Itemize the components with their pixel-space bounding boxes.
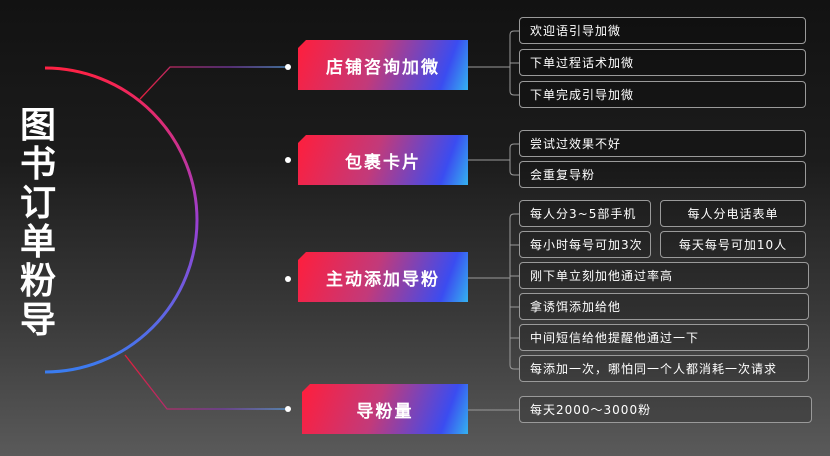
branch-line-1 xyxy=(139,66,288,100)
leaf-item: 欢迎语引导加微 xyxy=(519,17,806,44)
leaf-item: 下单完成引导加微 xyxy=(519,81,806,108)
branch-node-1: 店铺咨询加微 xyxy=(298,40,468,90)
leaf-item: 下单过程话术加微 xyxy=(519,49,806,76)
leaf-item: 刚下单立刻加他通过率高 xyxy=(519,262,809,289)
main-title: 图书订单粉导 xyxy=(19,105,56,341)
leaf-item: 每添加一次，哪怕同一个人都消耗一次请求 xyxy=(519,355,809,382)
leaf-item: 尝试过效果不好 xyxy=(519,130,806,157)
branch-node-3: 主动添加导粉 xyxy=(298,252,468,302)
leaf-item: 每天每号可加10人 xyxy=(660,231,806,258)
leaf-item: 每人分电话表单 xyxy=(660,200,806,227)
leaf-item: 每小时每号可加3次 xyxy=(519,231,651,258)
center-arc xyxy=(44,66,199,374)
leaf-item: 拿诱饵添加给他 xyxy=(519,293,809,320)
leaf-item: 中间短信给他提醒他通过一下 xyxy=(519,324,809,351)
leaf-item: 每人分3~5部手机 xyxy=(519,200,651,227)
branch-node-4: 导粉量 xyxy=(302,384,468,434)
leaf-item: 每天2000～3000粉 xyxy=(519,396,812,423)
branch-node-2: 包裹卡片 xyxy=(298,135,468,185)
branch-line-4 xyxy=(124,354,288,410)
leaf-item: 会重复导粉 xyxy=(519,161,806,188)
bracket-lines xyxy=(468,30,519,411)
